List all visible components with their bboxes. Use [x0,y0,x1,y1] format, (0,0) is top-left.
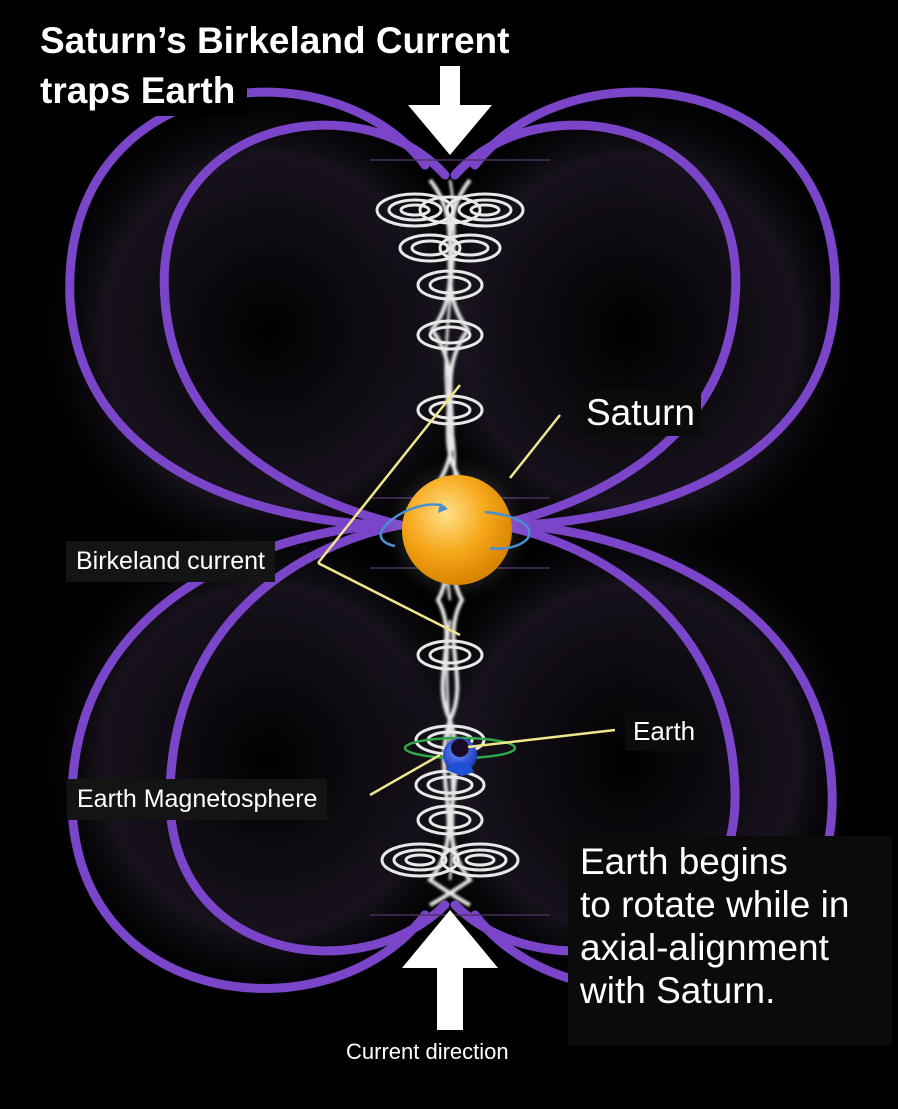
saturn [379,460,531,600]
field-loop-bottom-right-inner [450,520,740,956]
leader-birkeland-upper [317,384,461,564]
title-line-2: traps Earth [34,66,248,116]
leader-birkeland-lower [317,561,461,637]
caption: Earth begins to rotate while in axial-al… [568,836,892,1046]
saturn-label: Saturn [580,390,702,436]
caption-line-4: with Saturn. [580,970,776,1011]
earth-magnetosphere-label: Earth Magnetosphere [67,779,328,820]
field-loop-top-right-inner [450,120,741,530]
diagram-title: Saturn’s Birkeland Current traps Earth [34,16,522,116]
field-loop-top-left-outer [65,87,430,530]
arrow-up-bottom [402,910,498,1030]
current-direction-label: Current direction [342,1037,513,1067]
coil-cluster-top [375,192,525,426]
current-arrows [402,55,498,1030]
title-line-1: Saturn’s Birkeland Current [34,16,522,66]
field-loop-top-left-inner [159,120,450,530]
leader-magnetosphere [369,753,441,797]
coil-cluster-bottom [380,769,520,878]
leader-earth [467,728,616,749]
caption-line-1: Earth begins [580,841,788,882]
earth-label: Earth [625,712,704,751]
caption-line-2: to rotate while in [580,884,850,925]
saturn-globe [402,475,512,585]
field-loop-top-right-outer [470,87,840,530]
leader-lines [317,384,616,797]
leader-saturn [509,414,561,479]
birkeland-current-label: Birkeland current [66,541,275,582]
caption-line-3: axial-alignment [580,927,829,968]
arrow-down-top [408,55,492,155]
